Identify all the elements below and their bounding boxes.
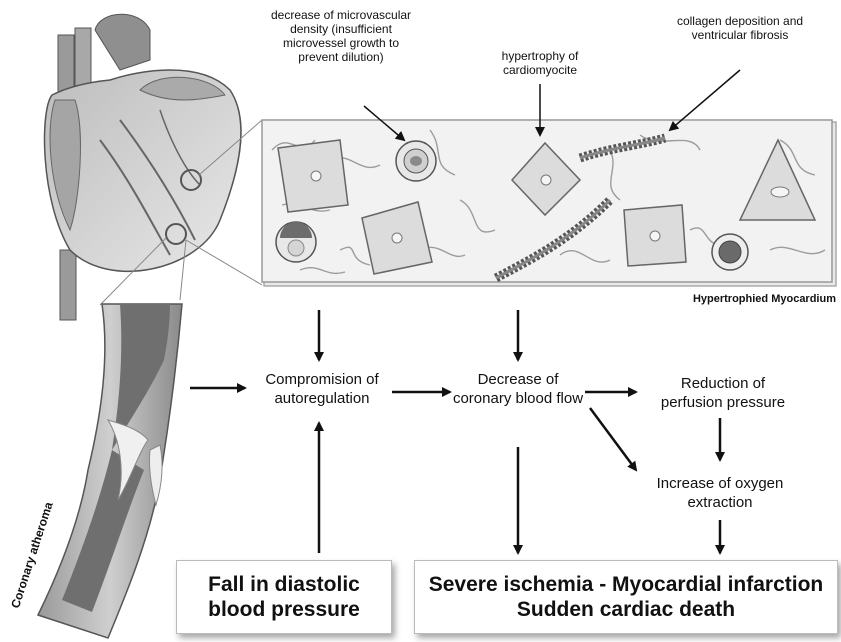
outcome-ischemia-line1: Severe ischemia - Myocardial infarction xyxy=(429,572,824,597)
arrow-flow-to-oxygen xyxy=(590,408,636,470)
microvessel xyxy=(712,234,748,270)
cardiomyocyte-cell xyxy=(278,140,348,212)
microvessel xyxy=(276,222,316,262)
hypertrophy-annotation: hypertrophy of cardiomyocite xyxy=(484,49,596,77)
flow-arrows xyxy=(190,310,720,553)
microvascular-annotation: decrease of microvascular density (insuf… xyxy=(268,8,414,65)
node-coronary-flow: Decrease of coronary blood flow xyxy=(452,371,584,409)
node-oxygen: Increase of oxygen extraction xyxy=(640,475,800,513)
microvessel xyxy=(396,141,436,181)
artery-illustration xyxy=(38,304,182,638)
node-autoregulation: Compromision of autoregulation xyxy=(252,371,392,409)
myocardium-panel xyxy=(262,120,836,286)
node-perfusion: Reduction of perfusion pressure xyxy=(648,375,798,413)
outcome-ischemia-line2: Sudden cardiac death xyxy=(517,597,735,622)
myocardium-label: Hypertrophied Myocardium xyxy=(648,293,836,306)
heart-illustration xyxy=(45,14,241,320)
outcome-diastolic-text: Fall in diastolic blood pressure xyxy=(194,572,374,622)
cardiomyocyte-cell xyxy=(624,205,686,266)
collagen-annotation: collagen deposition and ventricular fibr… xyxy=(676,14,804,42)
outcome-ischemia-box: Severe ischemia - Myocardial infarction … xyxy=(414,560,838,634)
outcome-diastolic-box: Fall in diastolic blood pressure xyxy=(176,560,392,634)
